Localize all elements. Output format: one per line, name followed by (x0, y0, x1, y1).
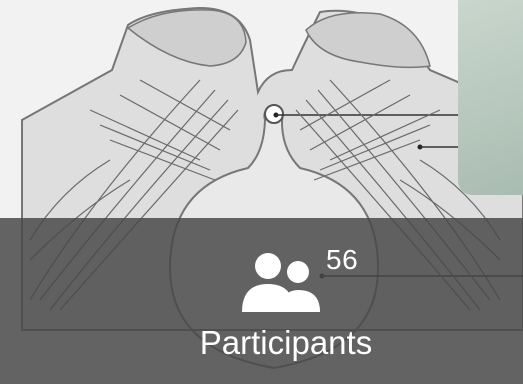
participants-button[interactable]: 56 Participants (0, 230, 523, 384)
people-icon (240, 250, 324, 314)
participant-count: 56 (326, 244, 358, 276)
side-video-tile[interactable] (458, 0, 523, 195)
participants-label: Participants (0, 324, 523, 362)
